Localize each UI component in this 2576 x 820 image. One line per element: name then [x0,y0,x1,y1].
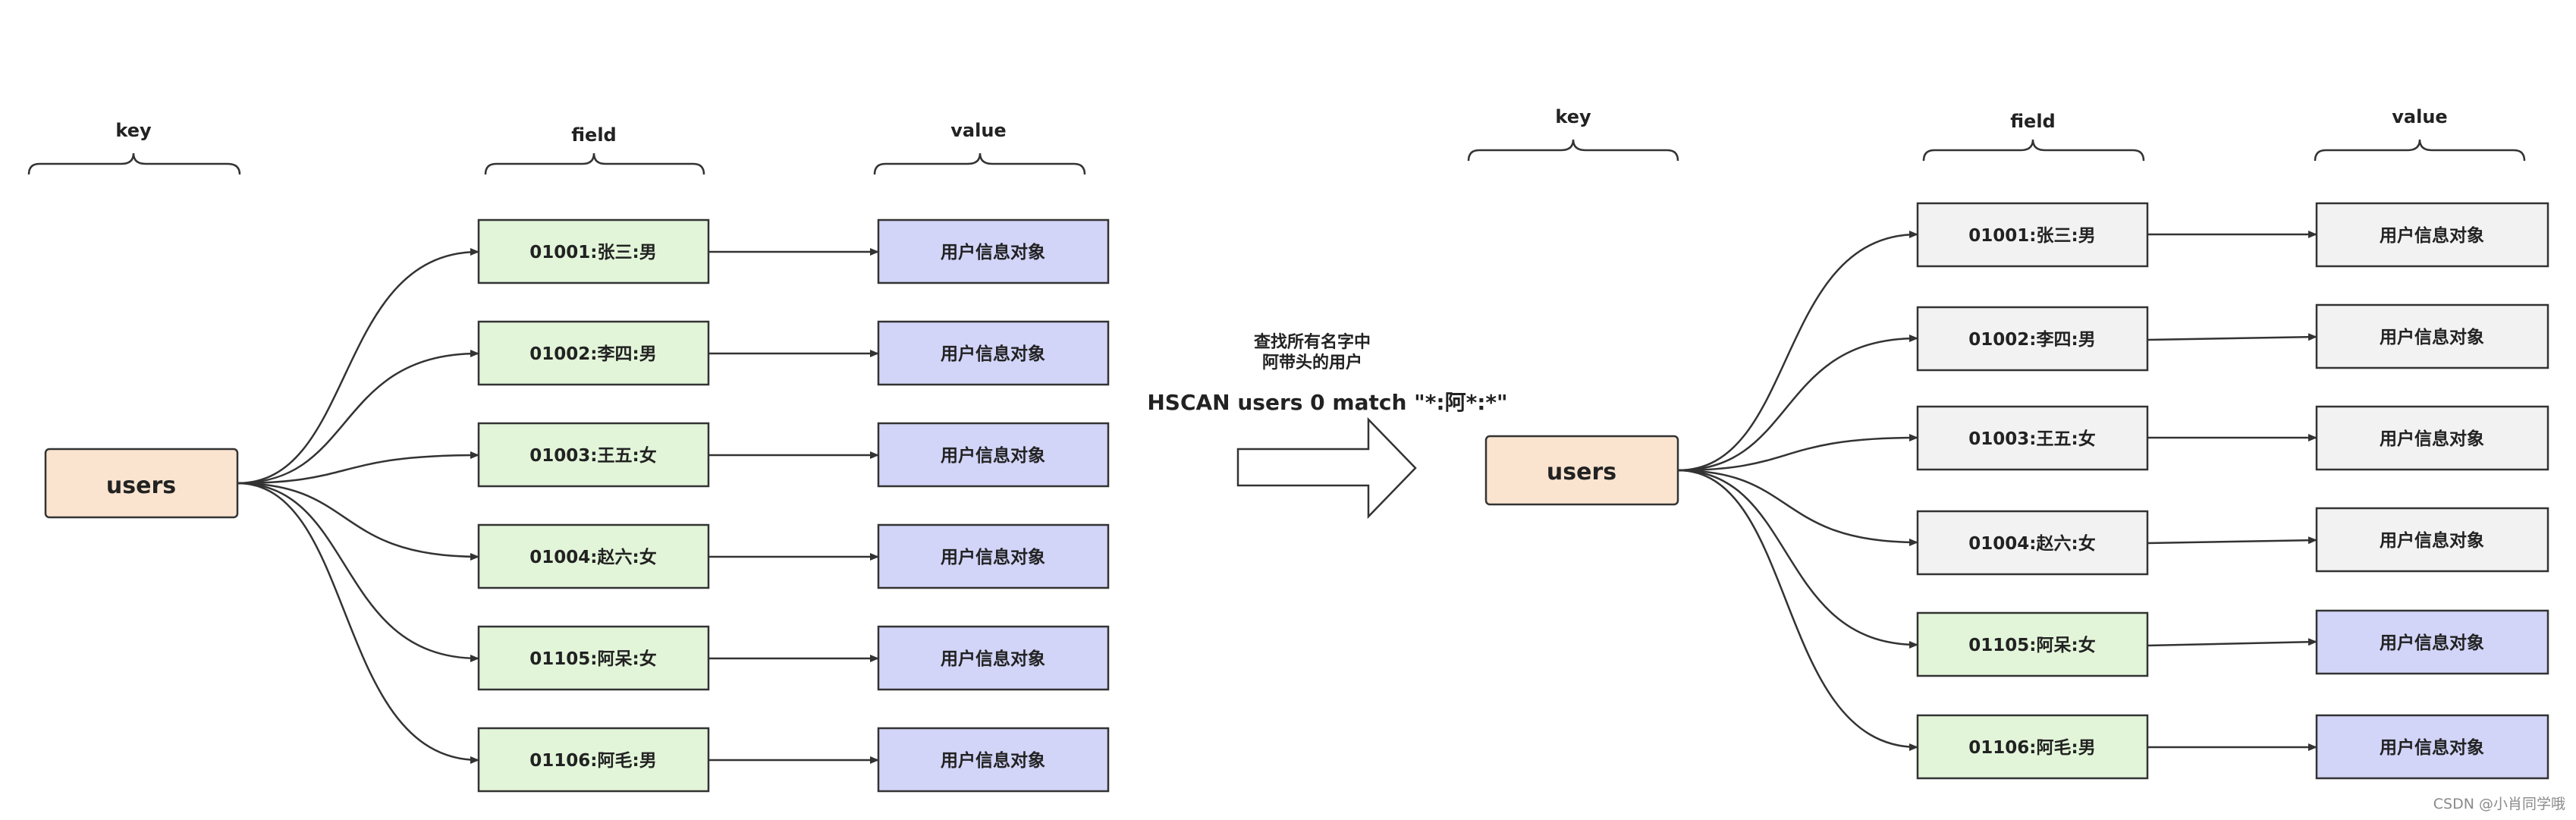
left-field-label-4: 01004:赵六:女 [529,547,656,567]
right-key-brace [1467,139,1679,162]
right-value-box-6-matched [2315,714,2549,780]
right-edge-key-field-1 [1677,231,1918,472]
left-value-box-2 [877,320,1110,386]
middle-transition: 查找所有名字中 阿带头的用户 HSCAN users 0 match "*:阿*… [1147,332,1508,520]
right-field-box-5-matched [1916,611,2149,677]
left-field-box-5 [477,625,710,691]
right-field-label-1: 01001:张三:男 [1968,226,2095,246]
left-key-label: users [106,473,176,499]
left-value-box-4 [877,523,1110,589]
left-field-brace [484,152,705,175]
right-value-label-6: 用户信息对象 [2380,737,2484,758]
left-value-brace [873,152,1086,175]
right-field-box-2 [1916,306,2149,372]
right-edge-key-field-3 [1677,434,1918,472]
left-field-label-6: 01106:阿毛:男 [529,751,656,771]
right-edge-key-field-6 [1677,469,1918,751]
right-field-box-3 [1916,405,2149,471]
right-value-box-1 [2315,202,2549,268]
left-value-box-3 [877,422,1110,488]
right-field-header: field [2010,111,2055,132]
watermark: CSDN @小肖同学哦 [2433,796,2565,812]
right-value-label-3: 用户信息对象 [2380,429,2484,449]
left-value-label-6: 用户信息对象 [941,750,1045,771]
right-value-box-5-matched [2315,609,2549,675]
left-edge-key-field-4 [237,482,479,561]
right-key-label: users [1547,459,1616,485]
right-edge-key-field-2 [1677,335,1918,472]
left-field-box-6 [477,727,710,793]
left-edge-key-field-3 [237,451,479,485]
right-value-label-4: 用户信息对象 [2380,530,2484,551]
hscan-command: HSCAN users 0 match "*:阿*:*" [1147,390,1507,415]
left-field-label-5: 01105:阿呆:女 [529,649,656,669]
right-edge-field-value-4 [2147,536,2317,545]
right-edge-key-field-4 [1677,469,1918,546]
right-value-box-2 [2315,303,2549,369]
left-key-header: key [115,120,152,141]
left-value-header: value [950,120,1006,141]
left-key-brace [27,152,241,175]
left-value-label-3: 用户信息对象 [941,445,1045,466]
left-value-label-1: 用户信息对象 [941,242,1045,262]
left-edge-key-field-5 [237,482,479,662]
left-value-box-6 [877,727,1110,793]
left-hash-panel: key field value users 01001:张三:男 用户信息对象 … [27,120,1110,793]
left-field-box-4 [477,523,710,589]
right-value-label-1: 用户信息对象 [2380,225,2484,246]
left-field-label-1: 01001:张三:男 [529,243,656,262]
left-edge-key-field-6 [237,482,479,764]
right-field-label-6: 01106:阿毛:男 [1968,738,2095,758]
right-edge-field-value-2 [2147,333,2317,341]
right-value-header: value [2392,106,2447,127]
right-edge-key-field-5 [1677,469,1918,649]
left-field-header: field [571,124,616,146]
left-value-label-2: 用户信息对象 [941,344,1045,364]
right-field-label-5: 01105:阿呆:女 [1968,635,2095,655]
right-field-label-3: 01003:王五:女 [1968,429,2095,449]
right-value-label-5: 用户信息对象 [2380,633,2484,653]
left-value-label-5: 用户信息对象 [941,649,1045,669]
right-field-label-4: 01004:赵六:女 [1968,533,2095,554]
middle-note-line2: 阿带头的用户 [1262,353,1362,372]
left-value-box-1 [877,218,1110,284]
right-arrow-icon [1236,416,1417,520]
left-field-label-2: 01002:李四:男 [529,344,656,364]
left-edge-key-field-2 [237,350,479,485]
right-hash-panel: key field value users 01001:张三:男 用户信息对象 … [1467,106,2549,780]
left-field-label-3: 01003:王五:女 [529,445,656,466]
right-key-header: key [1555,106,1591,127]
middle-note-line1: 查找所有名字中 [1254,332,1371,352]
right-field-box-6-matched [1916,714,2149,780]
left-edge-key-field-1 [237,248,479,485]
right-field-label-2: 01002:李四:男 [1968,330,2095,350]
left-value-label-4: 用户信息对象 [941,547,1045,567]
right-value-box-4 [2315,507,2549,573]
left-field-box-3 [477,422,710,488]
right-value-box-3 [2315,405,2549,471]
left-value-box-5 [877,625,1110,691]
right-field-brace [1922,139,2145,162]
right-value-label-2: 用户信息对象 [2380,327,2484,347]
right-value-brace [2314,139,2526,162]
right-edge-field-value-5 [2147,638,2317,647]
left-field-box-1 [477,218,710,284]
